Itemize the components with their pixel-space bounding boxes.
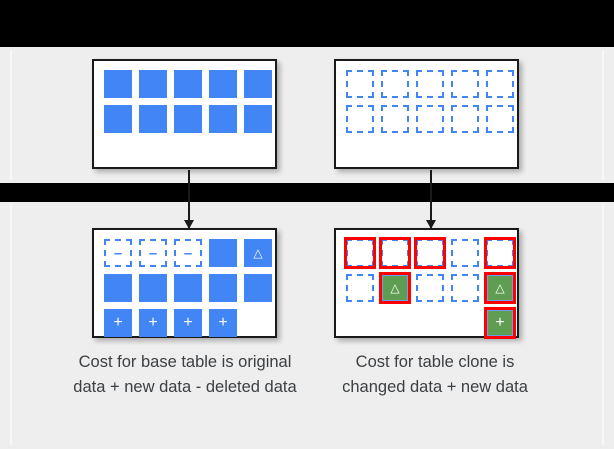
- table-cell: [209, 239, 237, 267]
- table-cell: [451, 70, 479, 98]
- table-cell-delta: △: [244, 239, 272, 267]
- table-cell-plus: +: [174, 309, 202, 337]
- plus-icon: +: [218, 314, 228, 331]
- table-cell: [451, 309, 479, 337]
- table-cell: [451, 105, 479, 133]
- table-cell: [414, 237, 446, 269]
- base-table-before: [92, 59, 277, 169]
- plus-icon: +: [113, 314, 123, 331]
- table-cell: [381, 105, 409, 133]
- minus-icon: –: [113, 244, 123, 262]
- table-cell: [381, 70, 409, 98]
- table-cell: [416, 105, 444, 133]
- right-edge-seam-upper: [602, 50, 604, 180]
- left-edge-seam-lower: [10, 205, 12, 445]
- arrow-head-icon: [426, 220, 436, 229]
- arrow-stem: [188, 170, 190, 228]
- table-cell-minus: –: [139, 239, 167, 267]
- table-cell: [244, 274, 272, 302]
- table-cell: [174, 274, 202, 302]
- table-cell: [244, 309, 272, 337]
- table-cell-delta: △: [379, 272, 411, 304]
- table-cell: [104, 274, 132, 302]
- table-cell-delta: △: [484, 272, 516, 304]
- table-cell: [209, 105, 237, 133]
- table-cell: [486, 70, 514, 98]
- table-cell-minus: –: [174, 239, 202, 267]
- table-cell: [174, 105, 202, 133]
- table-cell: [209, 70, 237, 98]
- right-edge-seam-lower: [602, 205, 604, 445]
- arrow-stem: [430, 170, 432, 228]
- table-cell: [139, 70, 167, 98]
- table-cell: [451, 274, 479, 302]
- top-black-band: [0, 0, 614, 47]
- table-cell-minus: –: [104, 239, 132, 267]
- table-cell: [484, 237, 516, 269]
- table-cell: [346, 70, 374, 98]
- table-cell-plus: +: [209, 309, 237, 337]
- cell-grid: △ △ +: [344, 237, 516, 339]
- plus-icon: +: [495, 314, 505, 331]
- table-cell-plus: +: [484, 307, 516, 339]
- table-cell: [379, 237, 411, 269]
- table-cell: [209, 274, 237, 302]
- minus-icon: –: [148, 244, 158, 262]
- table-cell-plus: +: [139, 309, 167, 337]
- table-cell: [139, 105, 167, 133]
- table-cell: [381, 309, 409, 337]
- table-cell: [416, 70, 444, 98]
- left-edge-seam-upper: [10, 50, 12, 180]
- caption-base-table: Cost for base table is original data + n…: [73, 353, 297, 396]
- table-cell: [104, 105, 132, 133]
- table-cell: [416, 309, 444, 337]
- base-table-after: – – – △ + + + +: [92, 228, 277, 338]
- cell-grid: [104, 70, 272, 133]
- delta-icon: △: [495, 281, 505, 295]
- table-cell: [346, 309, 374, 337]
- cell-grid: – – – △ + + + +: [104, 239, 272, 337]
- table-cell: [344, 237, 376, 269]
- table-cell: [244, 70, 272, 98]
- table-cell: [416, 274, 444, 302]
- middle-black-band: [0, 183, 614, 202]
- arrow-head-icon: [184, 220, 194, 229]
- plus-icon: +: [183, 314, 193, 331]
- table-cell: [346, 105, 374, 133]
- delta-icon: △: [253, 246, 263, 260]
- cell-grid: [346, 70, 514, 133]
- caption-clone-table: Cost for table clone is changed data + n…: [342, 353, 528, 396]
- delta-icon: △: [390, 281, 400, 295]
- clone-table-after: △ △ +: [334, 228, 519, 339]
- table-cell: [486, 105, 514, 133]
- table-cell-plus: +: [104, 309, 132, 337]
- table-cell: [244, 105, 272, 133]
- table-cell: [174, 70, 202, 98]
- table-cell: [346, 274, 374, 302]
- table-cell: [104, 70, 132, 98]
- clone-table-before: [334, 59, 519, 169]
- table-cell: [139, 274, 167, 302]
- minus-icon: –: [183, 244, 193, 262]
- plus-icon: +: [148, 314, 158, 331]
- table-cell: [451, 239, 479, 267]
